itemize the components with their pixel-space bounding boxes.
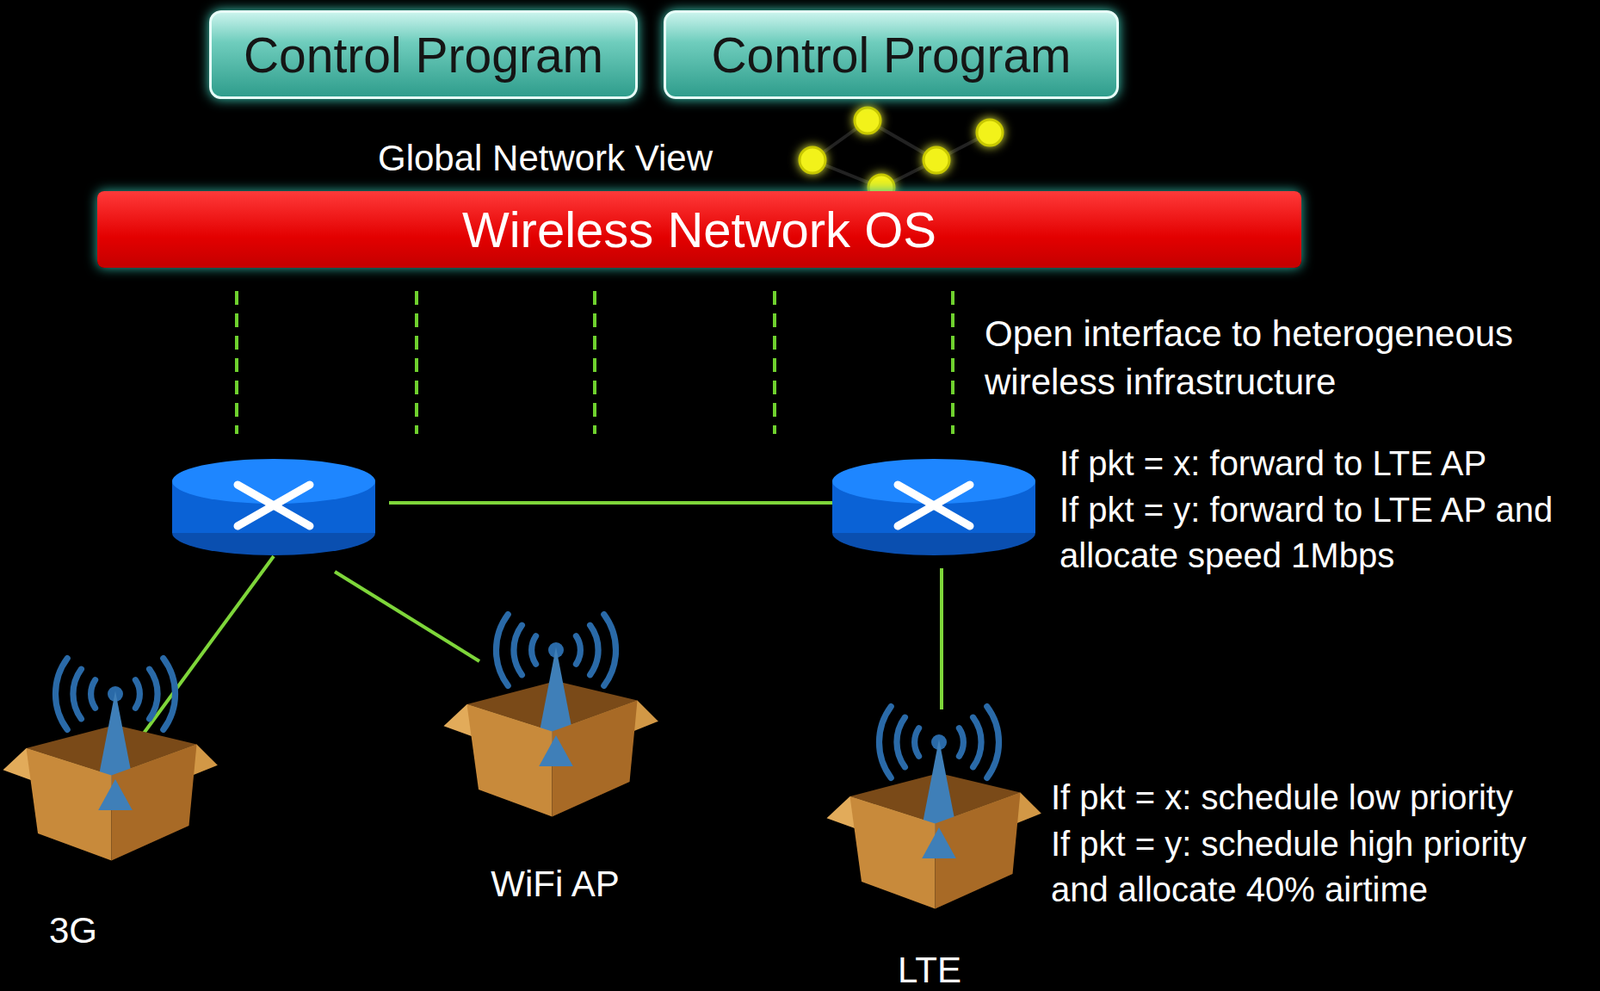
annotation-text: If pkt = y: schedule high priority and a… [1050, 821, 1594, 914]
node-text: Wireless Network OS [462, 200, 937, 259]
access-point-label-box: WiFi AP [480, 858, 631, 909]
router-icon [172, 458, 376, 556]
dashed-link [951, 290, 955, 434]
node-text: Control Program [243, 26, 604, 84]
wire [939, 568, 944, 710]
dashed-link [234, 290, 239, 434]
access-point-icon [827, 706, 1042, 909]
annotation-text: If pkt = x: schedule low priority [1050, 774, 1514, 822]
node-text: LTE [897, 949, 962, 991]
topology-graph [812, 120, 990, 188]
wire [334, 571, 480, 662]
network-os-band: Wireless Network OS [97, 191, 1302, 268]
dashed-link [593, 290, 597, 434]
annotation-text: If pkt = y: forward to LTE AP and alloca… [1059, 487, 1594, 580]
node-text: Control Program [710, 26, 1071, 84]
access-point-icon [2, 658, 217, 861]
annotation-text: Open interface to heterogeneous wireless… [984, 309, 1592, 408]
access-point-icon [444, 614, 659, 817]
node-text: 3G [49, 909, 98, 952]
annotation-text: If pkt = x: forward to LTE AP [1059, 440, 1487, 488]
topology-graph [799, 107, 1003, 201]
access-point-label-box: 3G [34, 905, 112, 956]
topology-graph [799, 147, 826, 173]
control-program-box: Control Program [663, 10, 1119, 99]
router-icon [832, 458, 1036, 556]
wire [130, 555, 274, 751]
annotation-text: Global Network View [377, 134, 713, 183]
topology-graph [854, 107, 881, 134]
topology-graph [799, 107, 1003, 201]
dashed-link [772, 290, 777, 434]
node-text: WiFi AP [490, 863, 619, 905]
wire [389, 500, 835, 505]
control-program-box: Control Program [209, 10, 638, 99]
dashed-link [236, 290, 953, 434]
access-point-label-box: LTE [887, 945, 972, 991]
topology-graph [976, 119, 1003, 146]
topology-graph [923, 147, 950, 173]
dashed-link [414, 290, 419, 434]
